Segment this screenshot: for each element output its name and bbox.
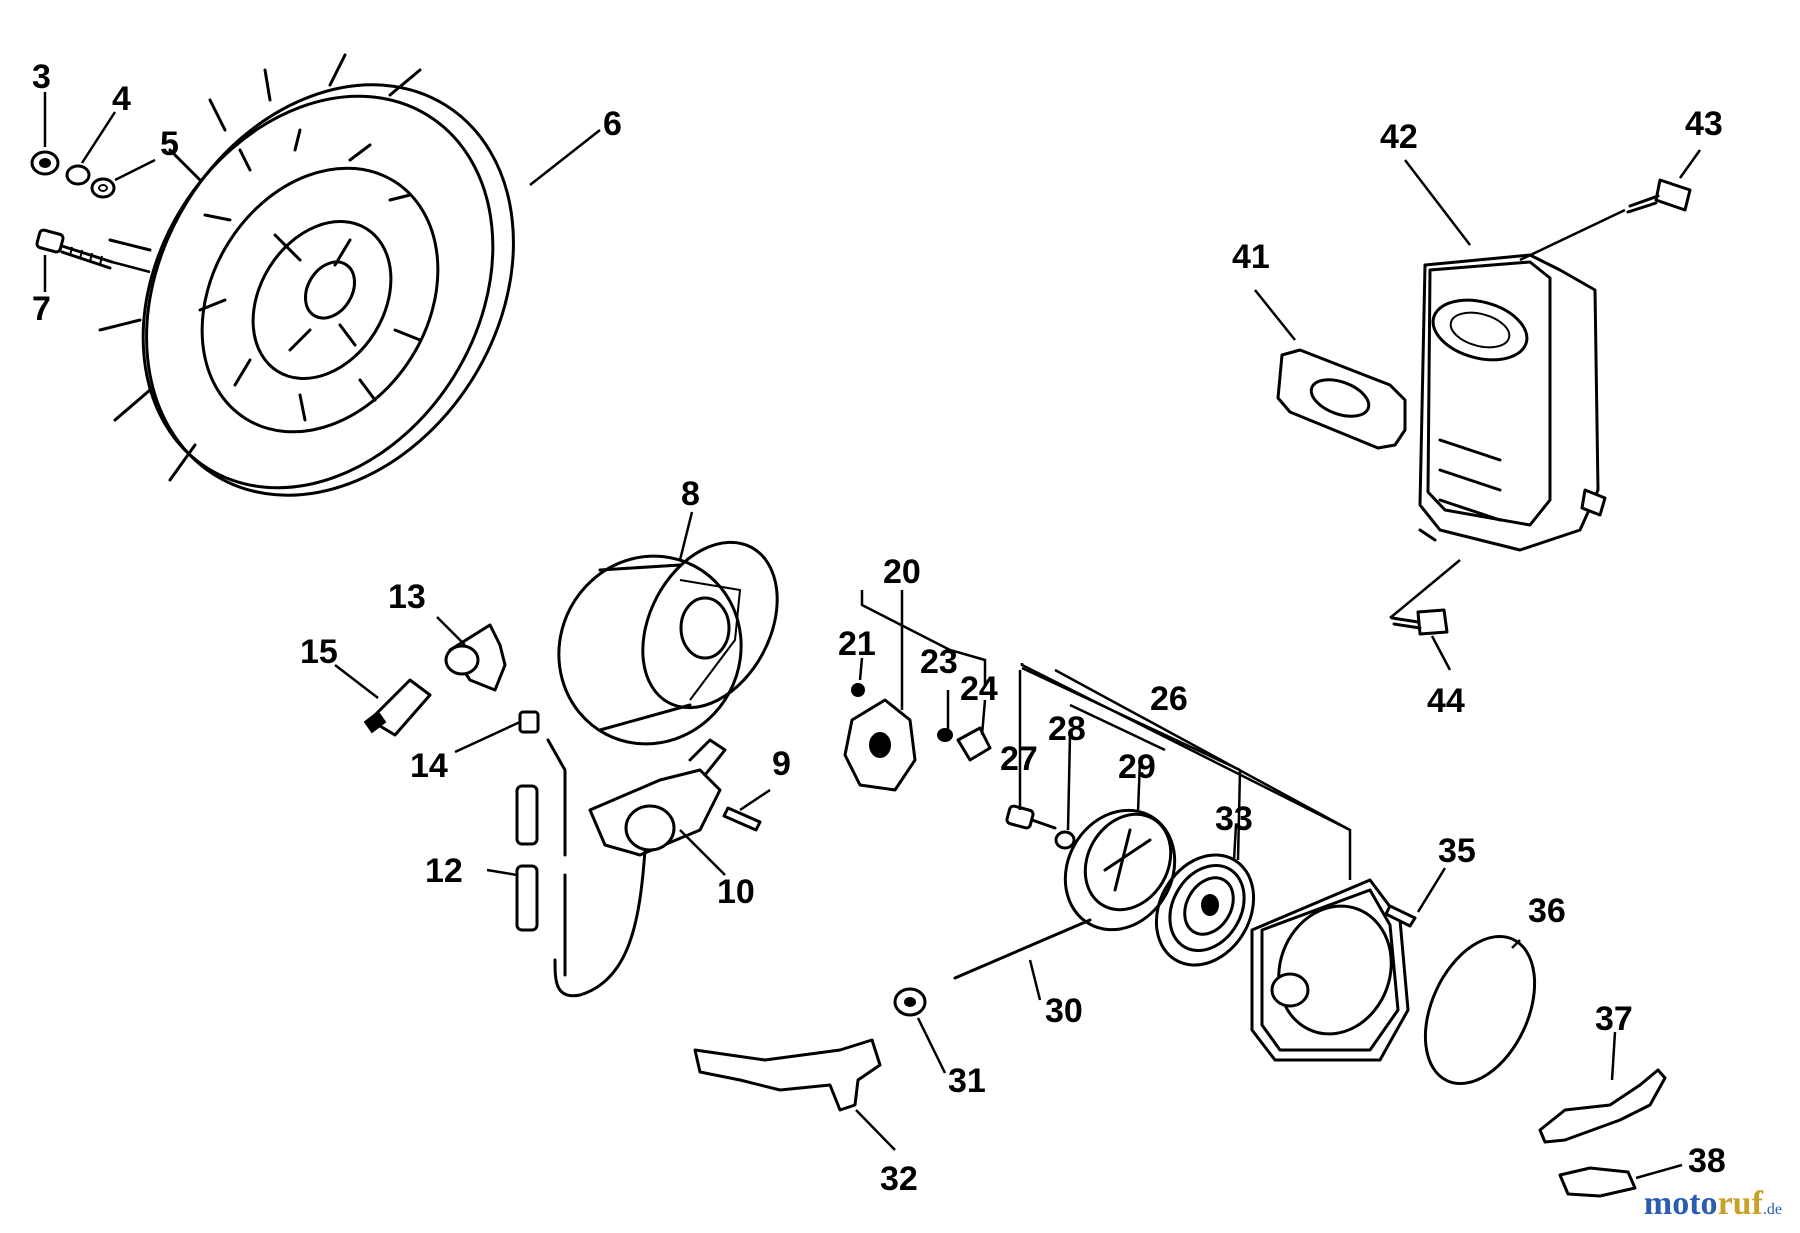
hose-part-12 xyxy=(515,738,567,977)
switch-part-13 xyxy=(444,623,507,692)
flywheel-part xyxy=(557,540,779,746)
bolt-part-7 xyxy=(35,228,114,270)
label-part-36: 36 xyxy=(1528,892,1566,930)
label-part-13: 13 xyxy=(388,578,426,616)
small-parts-21-24 xyxy=(851,683,992,762)
label-part-30: 30 xyxy=(1045,992,1083,1030)
label-part-6: 6 xyxy=(603,105,622,143)
label-part-33: 33 xyxy=(1215,800,1253,838)
sleeve-part-14 xyxy=(518,710,540,734)
label-part-5: 5 xyxy=(160,125,179,163)
washer-part-28 xyxy=(1054,830,1076,850)
label-part-27: 27 xyxy=(1000,740,1038,778)
label-part-24: 24 xyxy=(960,670,998,708)
label-part-23: 23 xyxy=(920,643,958,681)
gasket-part-41 xyxy=(1276,348,1407,450)
label-part-10: 10 xyxy=(717,873,755,911)
part-number-labels: 3 4 5 6 7 8 9 10 12 13 14 15 20 21 23 24… xyxy=(32,58,1726,1198)
pulley-part-29 xyxy=(1063,808,1177,932)
bracket-part-37 xyxy=(1538,1068,1667,1144)
label-part-12: 12 xyxy=(425,852,463,890)
label-part-8: 8 xyxy=(681,475,700,513)
bolt-part-43 xyxy=(1626,178,1692,214)
label-part-3: 3 xyxy=(32,58,51,96)
watermark-part-1: moto xyxy=(1643,1185,1718,1222)
label-part-41: 41 xyxy=(1232,238,1270,276)
label-part-44: 44 xyxy=(1427,682,1465,720)
cap-part-38 xyxy=(1558,1166,1637,1198)
starter-claw-part-20 xyxy=(843,698,917,792)
label-part-32: 32 xyxy=(880,1160,918,1198)
label-part-26: 26 xyxy=(1150,680,1188,718)
starter-housing-part-26 xyxy=(1250,878,1410,1062)
screw-part-9 xyxy=(722,806,762,832)
watermark-part-2: ruf xyxy=(1717,1185,1763,1222)
label-part-20: 20 xyxy=(883,553,921,591)
bolt-part-44 xyxy=(1390,608,1449,636)
ring-part-36 xyxy=(1423,934,1537,1086)
starter-rope-part-30 xyxy=(953,918,1092,980)
motoruf-watermark: motoruf.de xyxy=(1644,1185,1782,1223)
watermark-part-3: .de xyxy=(1762,1201,1782,1218)
muffler-part-42 xyxy=(1418,253,1607,552)
label-part-31: 31 xyxy=(948,1062,986,1100)
label-part-9: 9 xyxy=(772,745,791,783)
label-part-43: 43 xyxy=(1685,105,1723,143)
spark-plug-part-15 xyxy=(363,678,432,737)
label-part-29: 29 xyxy=(1118,748,1156,786)
label-part-21: 21 xyxy=(838,625,876,663)
leader-lines xyxy=(43,92,1702,1180)
nut-washer-parts xyxy=(30,150,116,199)
rope-guide-part-31 xyxy=(893,987,927,1017)
starter-handle-part-32 xyxy=(693,1038,882,1112)
label-part-42: 42 xyxy=(1380,118,1418,156)
fan-wheel-part xyxy=(98,53,515,497)
label-part-37: 37 xyxy=(1595,1000,1633,1038)
label-part-7: 7 xyxy=(32,290,51,328)
label-part-15: 15 xyxy=(300,633,338,671)
label-part-38: 38 xyxy=(1688,1142,1726,1180)
ignition-coil-part-10 xyxy=(553,738,727,998)
screw-part-35 xyxy=(1384,904,1417,928)
bolt-part-27 xyxy=(1005,804,1057,830)
label-part-35: 35 xyxy=(1438,832,1476,870)
label-part-4: 4 xyxy=(112,80,131,118)
label-part-14: 14 xyxy=(410,747,448,785)
label-part-28: 28 xyxy=(1048,710,1086,748)
